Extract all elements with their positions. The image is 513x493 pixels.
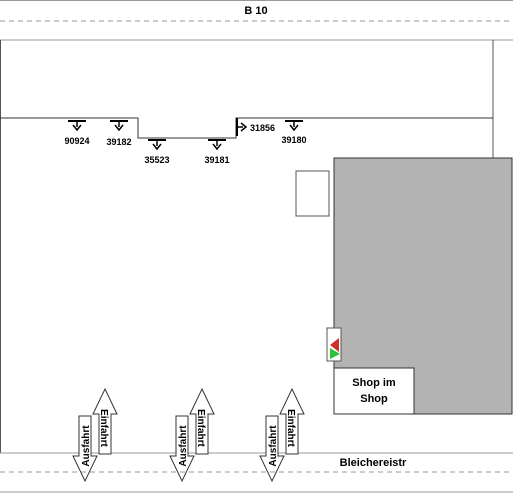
shop-box: Shop im Shop — [333, 367, 415, 415]
road-label-b10: B 10 — [244, 5, 267, 17]
pump-90924: 90924 — [64, 120, 90, 146]
shop-label-line2: Shop — [360, 393, 388, 405]
pump-35523: 35523 — [144, 139, 170, 165]
pump-label: 90924 — [64, 136, 89, 146]
driveway-2: Ausfahrt Einfahrt — [169, 387, 215, 483]
driveway-1: Ausfahrt Einfahrt — [72, 387, 118, 483]
entry-arrow — [279, 387, 305, 455]
road-bleichereistr: Bleichereistr — [0, 457, 513, 493]
driveway-3: Ausfahrt Einfahrt — [259, 387, 305, 483]
entry-arrow — [189, 387, 215, 455]
pump-39181: 39181 — [204, 139, 230, 165]
exit-arrow — [72, 415, 98, 483]
exit-label: Ausfahrt — [81, 425, 92, 467]
shop-label-line1: Shop im — [352, 377, 396, 389]
indicator-red-triangle — [330, 338, 339, 352]
pump-label: 39182 — [106, 137, 131, 147]
entry-label: Einfahrt — [195, 409, 206, 447]
pump-31856: 31856 — [236, 118, 275, 136]
exit-label: Ausfahrt — [268, 425, 279, 467]
pump-label: 31856 — [250, 123, 275, 133]
pump-39182: 39182 — [106, 120, 132, 147]
exit-label: Ausfahrt — [178, 425, 189, 467]
fuel-pumps: 90924 39182 35523 39181 31856 — [64, 118, 307, 165]
entrance-indicator — [326, 327, 342, 362]
pump-label: 35523 — [144, 155, 169, 165]
pump-39180: 39180 — [281, 120, 307, 145]
entry-arrow — [92, 387, 118, 455]
canopy-outline — [0, 117, 493, 139]
entry-label: Einfahrt — [285, 409, 296, 447]
pump-label: 39181 — [204, 155, 229, 165]
road-label-bleichereistr: Bleichereistr — [340, 457, 407, 469]
exit-arrow — [169, 415, 195, 483]
entry-label: Einfahrt — [98, 409, 109, 447]
exit-arrow — [259, 415, 285, 483]
pump-label: 39180 — [281, 135, 306, 145]
road-b10: B 10 — [0, 0, 513, 22]
small-structure — [295, 170, 330, 217]
indicator-green-triangle — [330, 348, 340, 359]
